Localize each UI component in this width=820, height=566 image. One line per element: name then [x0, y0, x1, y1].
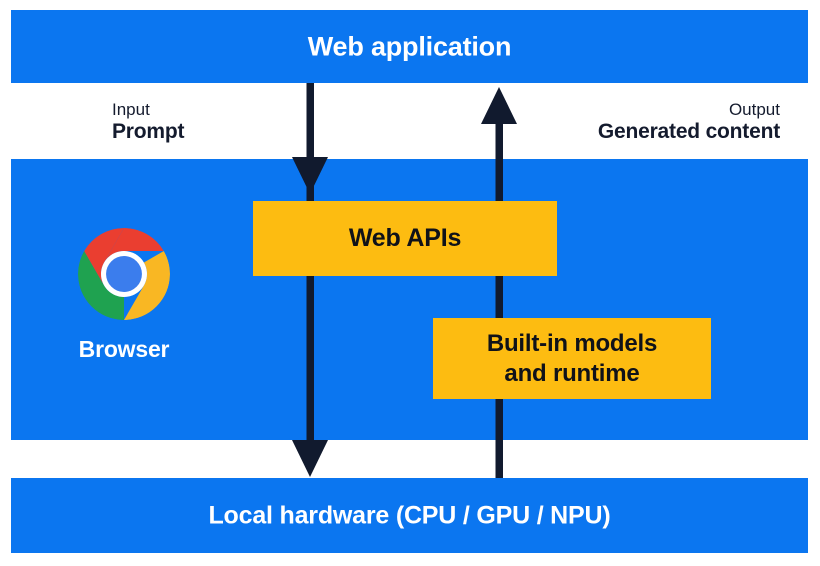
web-apis-box: Web APIs: [253, 201, 557, 276]
output-value-label: Generated content: [597, 119, 780, 143]
built-in-models-box-label-line2: and runtime: [504, 359, 640, 387]
browser-caption-label: Browser: [78, 336, 170, 362]
band-web-application-label: Web application: [307, 31, 512, 61]
chrome-logo-icon: [78, 228, 170, 320]
band-local-hardware-label: Local hardware (CPU / GPU / NPU): [208, 501, 611, 529]
output-label-group: Output Generated content: [598, 100, 780, 144]
input-kind-label: Input: [112, 100, 150, 119]
output-kind-label: Output: [728, 100, 780, 119]
browser-badge: Browser: [50, 228, 198, 363]
input-label-group: Input Prompt: [112, 100, 185, 144]
band-web-application: Web application: [11, 10, 808, 83]
band-local-hardware: Local hardware (CPU / GPU / NPU): [11, 478, 808, 553]
built-in-models-box-label-line1: Built-in models: [486, 330, 658, 358]
web-apis-box-label: Web APIs: [348, 224, 462, 253]
built-in-models-box: Built-in models and runtime: [433, 318, 711, 399]
input-value-label: Prompt: [112, 119, 185, 143]
